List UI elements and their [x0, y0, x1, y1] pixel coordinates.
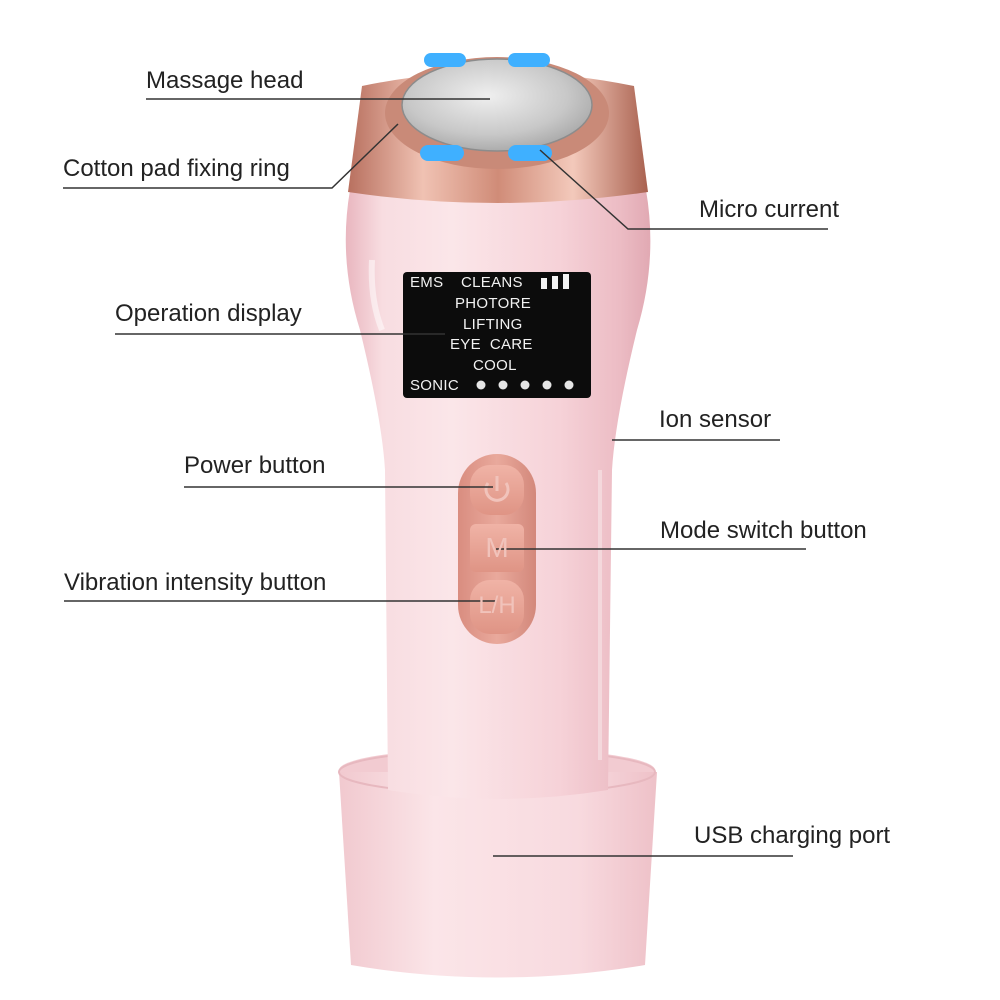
label-vibration-intensity-button: Vibration intensity button — [64, 569, 327, 596]
display-lifting: LIFTING — [463, 316, 523, 333]
leader-cotton-pad-ring — [63, 123, 399, 189]
sonic-dot — [476, 380, 486, 390]
intensity-button-label: L/H — [478, 592, 516, 619]
label-ion-sensor: Ion sensor — [659, 406, 772, 433]
vibration-intensity-button[interactable] — [470, 580, 524, 634]
display-photore: PHOTORE — [455, 295, 532, 312]
label-massage-head: Massage head — [146, 67, 304, 94]
display-ems: EMS — [410, 274, 444, 291]
leader-lines — [63, 98, 828, 857]
mode-button-label: M — [485, 532, 509, 563]
sonic-level-dots — [476, 380, 574, 390]
display-eye-care: EYE CARE — [450, 336, 533, 353]
sonic-dot — [498, 380, 508, 390]
label-micro-current: Micro current — [699, 196, 840, 223]
label-usb-charging-port: USB charging port — [694, 822, 891, 849]
label-power-button: Power button — [184, 452, 326, 479]
display-cleans: CLEANS — [461, 274, 523, 291]
sonic-dot — [520, 380, 530, 390]
sonic-dot — [564, 380, 574, 390]
label-cotton-pad-ring: Cotton pad fixing ring — [63, 155, 290, 182]
massage-head — [401, 58, 593, 152]
label-operation-display: Operation display — [115, 300, 302, 327]
display-sonic: SONIC — [410, 377, 460, 394]
mode-switch-button[interactable] — [470, 524, 524, 572]
leader-micro-current — [539, 149, 828, 230]
operation-display — [403, 272, 591, 398]
sonic-dot — [542, 380, 552, 390]
label-mode-switch-button: Mode switch button — [660, 517, 867, 544]
display-cool: COOL — [473, 357, 517, 374]
micro-current-leds — [420, 53, 552, 161]
power-icon — [484, 476, 510, 502]
